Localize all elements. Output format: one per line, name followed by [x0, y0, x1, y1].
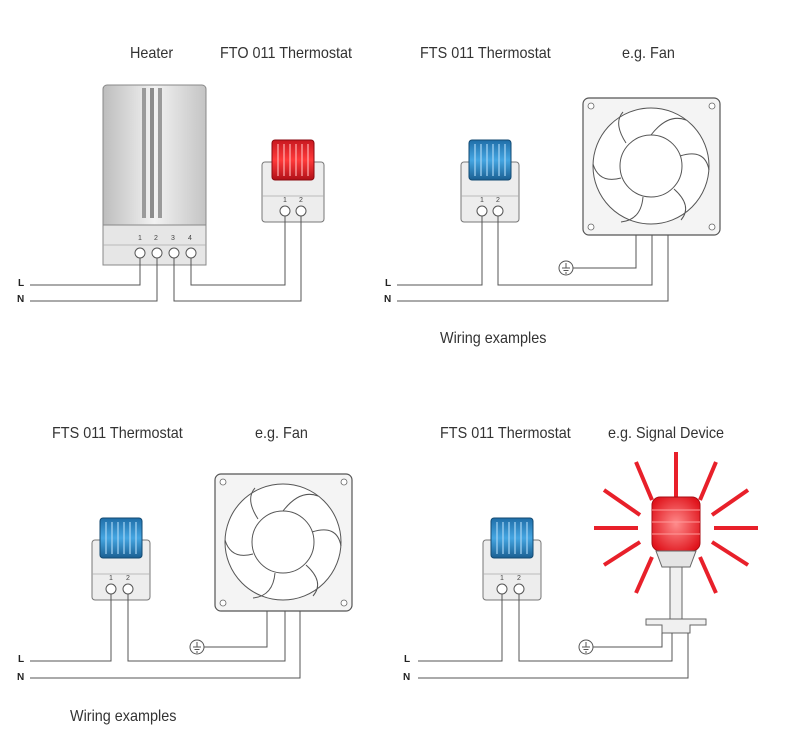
fan-label-p2: e.g. Fan: [622, 45, 675, 62]
signal-device-icon: [594, 452, 758, 634]
fan-label-p3: e.g. Fan: [255, 425, 308, 442]
panel1-wires: [30, 216, 302, 302]
fts-p4-terminal-1-label: 1: [500, 575, 504, 582]
line-label-p3: L: [18, 654, 25, 665]
heater-screw-3: [168, 247, 180, 259]
heater-screw-1: [134, 247, 146, 259]
fts-thermostat-p3: [91, 517, 151, 601]
neutral-label-p3: N: [17, 672, 25, 683]
line-label-p1: L: [18, 278, 25, 289]
heater-label: Heater: [130, 45, 174, 62]
neutral-label-p1: N: [17, 294, 25, 305]
heater-terminal-1-label: 1: [138, 235, 142, 242]
fts-p3-terminal-2-label: 2: [126, 575, 130, 582]
fts-p2-terminal-2-label: 2: [496, 197, 500, 204]
panel2-wires: [397, 216, 669, 302]
fan-icon: [214, 473, 353, 612]
heater-terminal-2-label: 2: [154, 235, 158, 242]
fts-p2-terminal-1-label: 1: [480, 197, 484, 204]
fto-thermostat: [261, 139, 325, 223]
line-label-p4: L: [404, 654, 411, 665]
panel3-wires: [30, 594, 301, 679]
fts-thermostat-p2: [460, 139, 520, 223]
ground-icon: [189, 639, 205, 655]
heater-screw-4: [185, 247, 197, 259]
ground-icon: [558, 260, 574, 276]
heater: [102, 84, 207, 266]
panel4-wires: [418, 594, 689, 679]
ground-icon: [578, 639, 594, 655]
fto-terminal-2-label: 2: [299, 197, 303, 204]
fts-p3-terminal-1-label: 1: [109, 575, 113, 582]
heater-terminal-4-label: 4: [188, 235, 192, 242]
line-label-p2: L: [385, 278, 392, 289]
neutral-label-p4: N: [403, 672, 411, 683]
caption-p3: Wiring examples: [70, 708, 177, 725]
fto-thermostat-label: FTO 011 Thermostat: [220, 45, 353, 62]
fto-terminal-1-label: 1: [283, 197, 287, 204]
heater-screw-2: [151, 247, 163, 259]
signal-device-label: e.g. Signal Device: [608, 425, 725, 442]
heater-terminal-3-label: 3: [171, 235, 175, 242]
heater-terminals: 1 2 3 4: [138, 235, 192, 242]
fts-thermostat-label-p3: FTS 011 Thermostat: [52, 425, 183, 442]
caption-p2: Wiring examples: [440, 330, 547, 347]
neutral-label-p2: N: [384, 294, 392, 305]
fts-thermostat-label-p4: FTS 011 Thermostat: [440, 425, 571, 442]
fts-thermostat-label-p2: FTS 011 Thermostat: [420, 45, 551, 62]
fts-thermostat-p4: [482, 517, 542, 601]
fts-p4-terminal-2-label: 2: [517, 575, 521, 582]
fan-icon: [582, 97, 721, 236]
